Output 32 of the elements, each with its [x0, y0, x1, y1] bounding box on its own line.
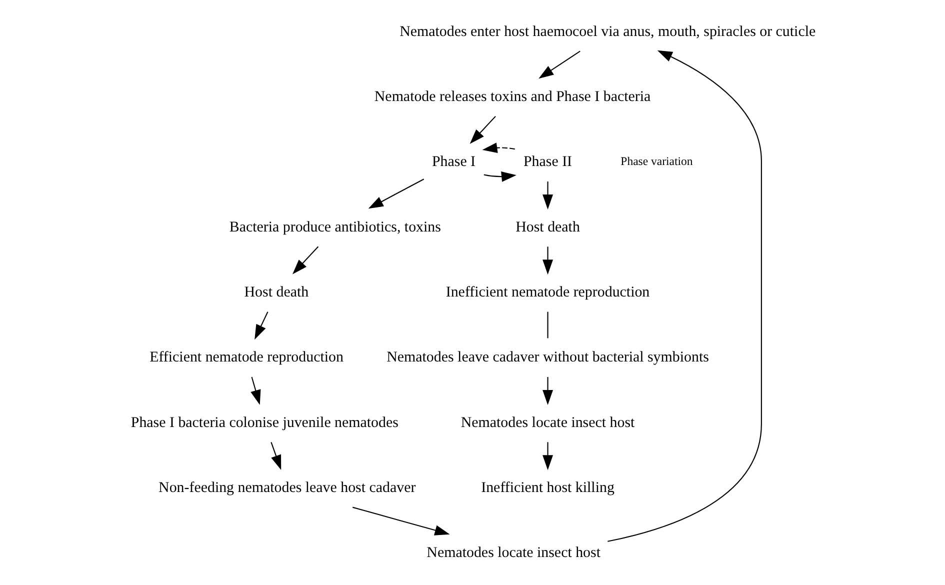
- arrow: [542, 246, 553, 275]
- arrow: [538, 50, 580, 79]
- node-text: Nematodes enter host haemocoel via anus, mouth, spiracles or cuticle: [399, 24, 816, 40]
- arrow: [250, 376, 260, 405]
- arrow: [270, 442, 281, 470]
- node-text: Host death: [244, 284, 308, 300]
- arrow: [483, 171, 516, 182]
- arrow: [482, 142, 514, 154]
- node-text: Host death: [515, 219, 580, 236]
- node-text: Phase I bacteria colonise juvenile nematodes: [130, 414, 398, 431]
- node-text: Nematodes locate insect host: [426, 545, 600, 562]
- node-text: Phase II: [523, 154, 572, 170]
- arrow: [368, 178, 424, 209]
- arrow: [542, 376, 553, 405]
- node-text: Phase I: [431, 154, 476, 170]
- node-text: Nematode releases toxins and Phase I bacteria: [374, 88, 650, 105]
- arrow: [352, 506, 450, 536]
- arrow: [254, 312, 268, 340]
- arrow: [542, 181, 553, 210]
- arrow: [542, 442, 553, 470]
- label: Phase variation: [620, 155, 692, 168]
- connector: [546, 312, 548, 338]
- node-text: Bacteria produce antibiotics, toxins: [228, 219, 440, 236]
- node-text: Efficient nematode reproduction: [149, 350, 343, 366]
- arrow: [292, 246, 318, 274]
- arrow: [607, 50, 762, 542]
- arrow: [469, 116, 496, 144]
- node-text: Inefficient nematode reproduction: [445, 284, 650, 300]
- node-text: Non-feeding nematodes leave host cadaver: [158, 480, 416, 496]
- node-text: Inefficient host killing: [480, 480, 614, 496]
- node-text: Nematodes locate insect host: [460, 414, 634, 431]
- node-text: Nematodes leave cadaver without bacterial symbionts: [386, 350, 708, 366]
